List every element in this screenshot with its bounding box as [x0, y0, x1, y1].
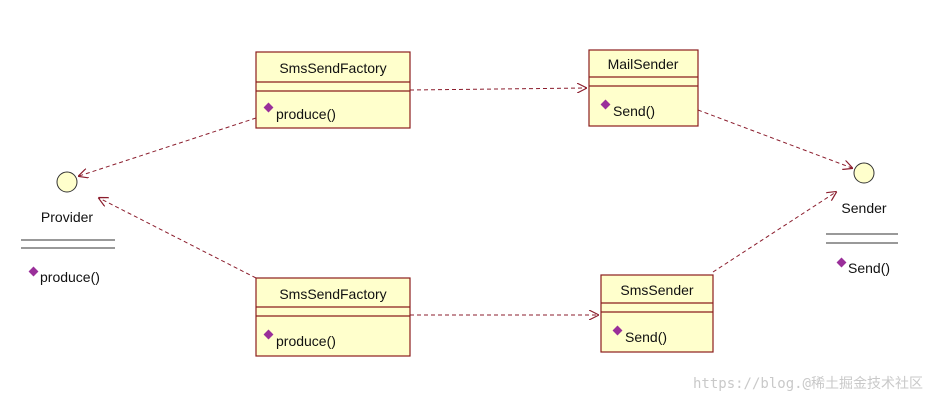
watermark-text: https://blog.@稀土掘金技术社区 — [692, 376, 923, 392]
interface-provider: Provider produce() — [21, 171, 115, 285]
class-box-sms-send-factory-bottom: SmsSendFactory produce() — [255, 277, 411, 357]
operation-diamond-icon — [263, 329, 274, 340]
interface-circle-icon — [853, 162, 875, 184]
operation-label: Send() — [613, 103, 655, 119]
operation-label: Send() — [625, 329, 667, 345]
operation-diamond-icon — [600, 99, 611, 110]
class-box-sms-send-factory-top: SmsSendFactory produce() — [255, 51, 411, 129]
class-name: SmsSendFactory — [279, 286, 386, 302]
connector-mailsender-sender — [697, 109, 852, 168]
connector-factory1-provider — [79, 117, 257, 176]
operation-diamond-icon — [836, 257, 847, 268]
operation-label: produce() — [276, 333, 336, 349]
connector-factory2-provider — [99, 198, 257, 279]
operation-label: Send() — [848, 260, 890, 276]
class-box-sms-sender: SmsSender Send() — [600, 274, 714, 353]
interface-circle-icon — [56, 171, 78, 193]
connector-factory1-mailsender — [409, 88, 586, 90]
class-box-mail-sender: MailSender Send() — [588, 49, 699, 127]
class-name: SmsSender — [620, 282, 693, 298]
class-name: MailSender — [608, 56, 679, 72]
interface-sender: Sender Send() — [826, 162, 898, 276]
class-name: SmsSendFactory — [279, 60, 386, 76]
interface-name: Sender — [841, 200, 886, 216]
operation-diamond-icon — [28, 266, 39, 277]
interface-name: Provider — [41, 209, 93, 225]
operation-diamond-icon — [612, 325, 623, 336]
connector-smssender-sender — [712, 192, 836, 273]
operation-label: produce() — [40, 269, 100, 285]
operation-label: produce() — [276, 106, 336, 122]
